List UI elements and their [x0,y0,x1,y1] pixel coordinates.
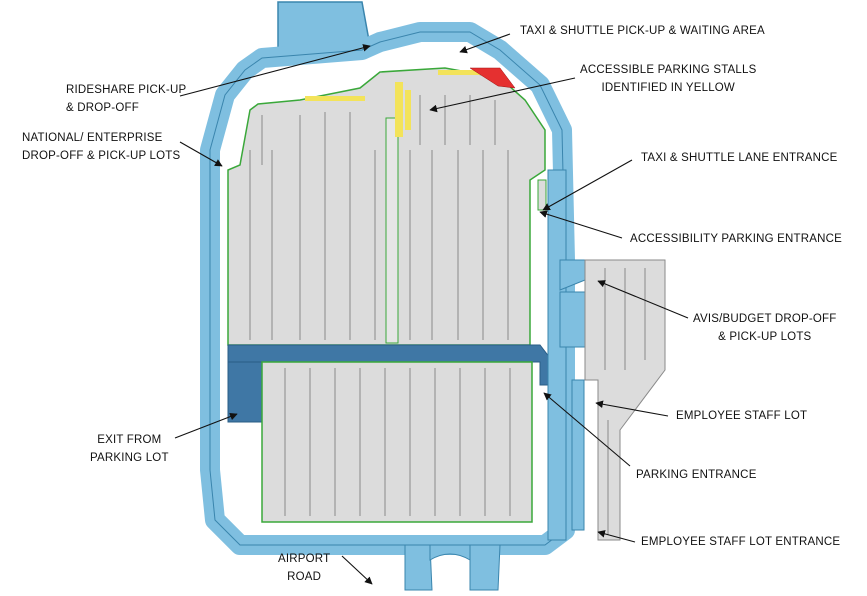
label-national-line2: DROP-OFF & PICK-UP LOTS [22,150,181,162]
label-avis-line1: AVIS/BUDGET DROP-OFF [693,313,837,325]
lower-stall-rows [284,368,511,516]
airport-road-left [404,544,433,591]
accessible-stalls [305,70,488,137]
lower-parking-lot [261,361,533,523]
accessibility-entrance-lane [537,179,547,211]
callout-lines [174,33,689,585]
label-accessibility-entrance: ACCESSIBILITY PARKING ENTRANCE [630,233,842,245]
label-employee-lot-entrance: EMPLOYEE STAFF LOT ENTRANCE [641,536,841,548]
label-exit-line1: EXIT FROM [97,434,162,446]
label-avis-budget: AVIS/BUDGET DROP-OFF & PICK-UP LOTS [693,310,837,346]
label-accessible-line1: ACCESSIBLE PARKING STALLS [580,64,757,76]
airport-road-right [469,544,501,591]
label-taxi-lane-entrance: TAXI & SHUTTLE LANE ENTRANCE [641,152,838,164]
label-rideshare: RIDESHARE PICK-UP & DROP-OFF [66,81,186,117]
center-aisle [385,117,399,344]
taxi-pickup-zone [469,67,516,89]
label-employee-staff-lot: EMPLOYEE STAFF LOT [676,410,808,422]
label-airport-road: AIRPORT ROAD [278,550,330,586]
label-airport-line1: AIRPORT [278,553,331,565]
exit-area [227,361,263,423]
east-access-road [547,169,567,541]
label-exit-line2: PARKING LOT [90,452,169,464]
avis-gate [559,291,586,348]
label-parking-entrance: PARKING ENTRANCE [636,469,757,481]
label-national-line1: NATIONAL/ ENTERPRISE [22,132,163,144]
label-accessible-line2: IDENTIFIED IN YELLOW [601,82,735,94]
upper-stall-rows [249,95,509,340]
label-national-enterprise: NATIONAL/ ENTERPRISE DROP-OFF & PICK-UP … [22,129,180,165]
label-taxi-shuttle-pickup: TAXI & SHUTTLE PICK-UP & WAITING AREA [520,25,765,37]
label-avis-line2: & PICK-UP LOTS [718,331,812,343]
employee-lane [571,379,585,531]
label-rideshare-line1: RIDESHARE PICK-UP [66,84,187,96]
label-airport-line2: ROAD [287,571,322,583]
label-exit: EXIT FROM PARKING LOT [90,431,169,467]
label-accessible-parking: ACCESSIBLE PARKING STALLS IDENTIFIED IN … [580,61,757,97]
label-rideshare-line2: & DROP-OFF [66,102,139,114]
avis-connector [559,259,586,291]
